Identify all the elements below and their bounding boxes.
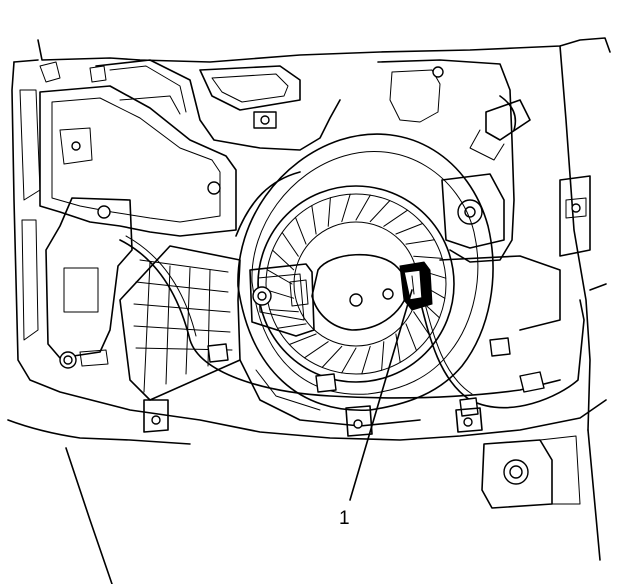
fan-blade bbox=[405, 323, 417, 352]
fan-blades bbox=[265, 193, 447, 375]
fan-blade bbox=[304, 341, 329, 359]
wire-harness bbox=[119, 171, 585, 417]
fan-blade bbox=[288, 333, 317, 345]
fan-blade bbox=[381, 341, 385, 371]
upper-duct bbox=[39, 59, 341, 151]
instrument-panel-outline bbox=[7, 37, 611, 584]
blower-scroll-housing bbox=[119, 133, 494, 427]
left-bracket bbox=[19, 85, 237, 369]
fan-blade bbox=[277, 323, 307, 329]
blower-fan-wheel bbox=[257, 185, 455, 383]
fan-blade bbox=[321, 345, 343, 368]
lower-mounting-tabs bbox=[143, 399, 581, 509]
fan-blade bbox=[281, 232, 299, 257]
callout-1: 1 bbox=[339, 289, 413, 529]
fan-blade bbox=[341, 347, 357, 374]
blower-motor-electrical-connector bbox=[399, 261, 433, 311]
fan-blade bbox=[341, 193, 351, 223]
fan-blade bbox=[272, 249, 295, 271]
fan-blade bbox=[361, 345, 371, 375]
fan-blade bbox=[395, 223, 424, 235]
fan-blade bbox=[355, 194, 371, 221]
fan-blade bbox=[269, 309, 299, 313]
fan-blade bbox=[413, 255, 443, 259]
fan-blade bbox=[413, 311, 431, 336]
fan-blade bbox=[395, 333, 401, 363]
fan-blade bbox=[295, 216, 307, 245]
fan-blade bbox=[369, 200, 391, 223]
fan-blade bbox=[383, 209, 408, 227]
fan-blade bbox=[311, 205, 317, 235]
fan-blade bbox=[327, 197, 331, 227]
fan-blade bbox=[266, 269, 293, 285]
fan-blade bbox=[265, 289, 295, 299]
callout-1-leader bbox=[349, 289, 413, 501]
callout-1-label: 1 bbox=[339, 508, 350, 529]
blower-motor-bracket bbox=[249, 263, 315, 337]
fan-blade bbox=[405, 239, 435, 245]
